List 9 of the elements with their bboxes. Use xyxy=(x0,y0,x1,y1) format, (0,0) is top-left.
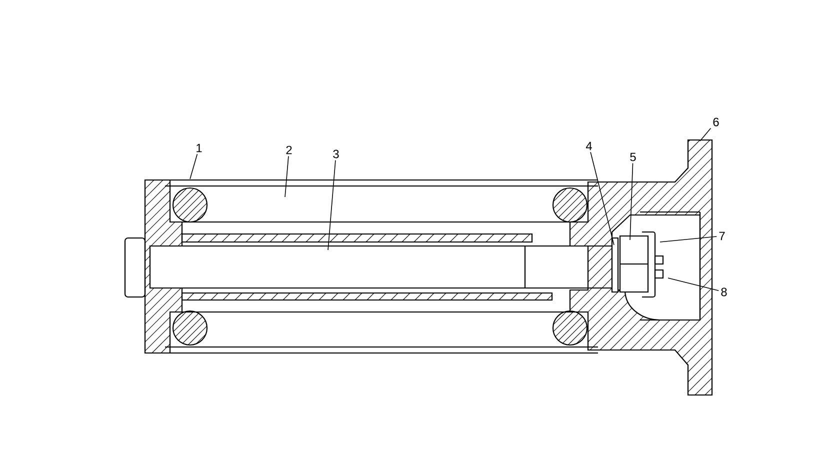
leader-line xyxy=(668,278,720,292)
leader-line xyxy=(590,152,614,246)
leader-line xyxy=(630,162,634,240)
leader-line xyxy=(284,156,289,198)
leader-line xyxy=(190,154,198,180)
callout-number: 6 xyxy=(713,118,719,126)
leader-line xyxy=(700,128,712,142)
assembly-drawing xyxy=(124,139,713,396)
leader-line xyxy=(328,160,336,250)
